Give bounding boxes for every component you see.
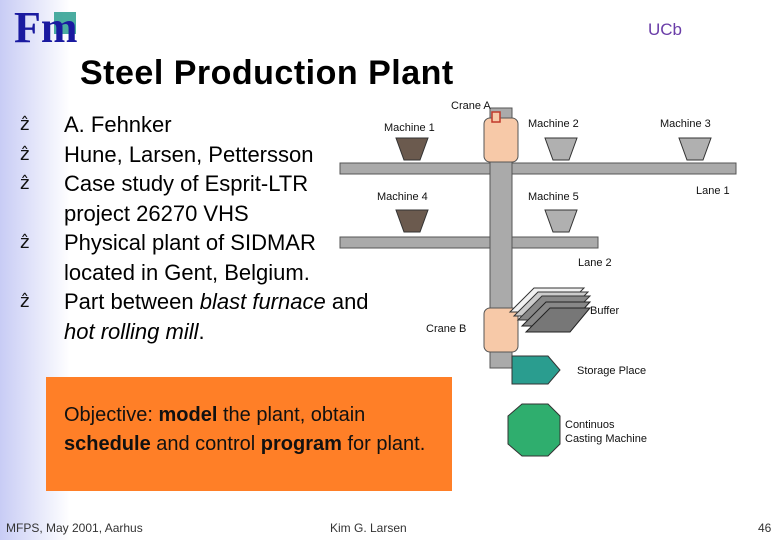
bullet-marker-icon: ẑ	[20, 291, 30, 312]
storage-place-label: Storage Place	[577, 365, 647, 377]
casting-machine-label-line1: Continuos	[565, 419, 615, 431]
machine-3-icon	[678, 137, 712, 161]
machine-2-icon	[544, 137, 578, 161]
machine-2-label: Machine 2	[528, 118, 579, 130]
footer-author: Kim G. Larsen	[330, 521, 407, 535]
machine-4-icon	[395, 209, 429, 233]
lane-1-label: Lane 1	[696, 185, 730, 197]
bullet-text-continued: project 26270 VHS	[64, 200, 249, 226]
bullet-marker-icon: ẑ	[20, 173, 30, 194]
bullet-text: Hune, Larsen, Pettersson	[64, 141, 314, 167]
crane-a-body	[483, 117, 519, 163]
objective-keyword: program	[260, 433, 342, 455]
logo-letters: Fm	[14, 3, 78, 52]
machine-5-label: Machine 5	[528, 191, 579, 203]
crane-rail	[489, 107, 513, 369]
lane-1-track	[339, 162, 737, 175]
crane-b-body	[483, 307, 519, 353]
bullet-text-continued: located in Gent, Belgium.	[64, 259, 310, 285]
bullet-text: A. Fehnker	[64, 112, 172, 137]
storage-place-icon	[511, 355, 561, 385]
casting-machine-icon	[507, 403, 561, 457]
footer-venue: MFPS, May 2001, Aarhus	[6, 521, 143, 535]
bullet-item: ẑ A. Fehnker	[20, 110, 420, 140]
bullet-text: Case study of Esprit-LTR	[64, 171, 309, 196]
bullet-list: ẑ A. Fehnker ẑ Hune, Larsen, Pettersson …	[20, 110, 420, 346]
bullet-text: Part between	[64, 289, 200, 314]
machine-1-label: Machine 1	[384, 122, 435, 134]
affiliation-logo: UCb	[648, 20, 683, 39]
buffer-icon	[508, 287, 592, 333]
machine-4-label: Machine 4	[377, 191, 428, 203]
bullet-italic-term: blast furnace	[199, 289, 326, 314]
bullet-marker-icon: ẑ	[20, 114, 30, 135]
logo-teal-block	[54, 12, 76, 34]
objective-keyword: model	[158, 404, 218, 426]
bullet-item: ẑ Part between blast furnace and hot rol…	[20, 287, 420, 346]
bullet-text: and	[325, 289, 369, 314]
casting-machine-label-line2: Casting Machine	[565, 433, 647, 445]
slide-title: Steel Production Plant	[80, 54, 454, 92]
machine-5-icon	[544, 209, 578, 233]
bullet-item: ẑ Case study of Esprit-LTR project 26270…	[20, 169, 420, 228]
bullet-text: .	[198, 318, 205, 344]
objective-text: Objective: model the plant, obtain sched…	[64, 404, 426, 455]
lane-2-track	[339, 236, 599, 249]
machine-1-icon	[395, 137, 429, 161]
bullet-item: ẑ Physical plant of SIDMAR located in Ge…	[20, 228, 420, 287]
lane-2-label: Lane 2	[578, 257, 612, 269]
buffer-label: Buffer	[590, 305, 620, 317]
objective-keyword: schedule	[64, 433, 151, 455]
crane-a-label: Crane A	[451, 100, 491, 112]
bullet-marker-icon: ẑ	[20, 232, 30, 253]
fm-logo: Fm	[14, 3, 78, 52]
objective-box: Objective: model the plant, obtain sched…	[46, 377, 452, 491]
bullet-item: ẑ Hune, Larsen, Pettersson	[20, 140, 420, 170]
bullet-text: Physical plant of SIDMAR	[64, 230, 316, 255]
objective-label: Objective	[64, 404, 148, 426]
bullet-marker-icon: ẑ	[20, 143, 30, 165]
machine-3-label: Machine 3	[660, 118, 711, 130]
crane-b-label: Crane B	[426, 323, 467, 335]
bullet-italic-term: hot rolling mill	[64, 318, 199, 344]
page-number: 46	[758, 521, 772, 535]
crane-a-top	[491, 111, 501, 123]
